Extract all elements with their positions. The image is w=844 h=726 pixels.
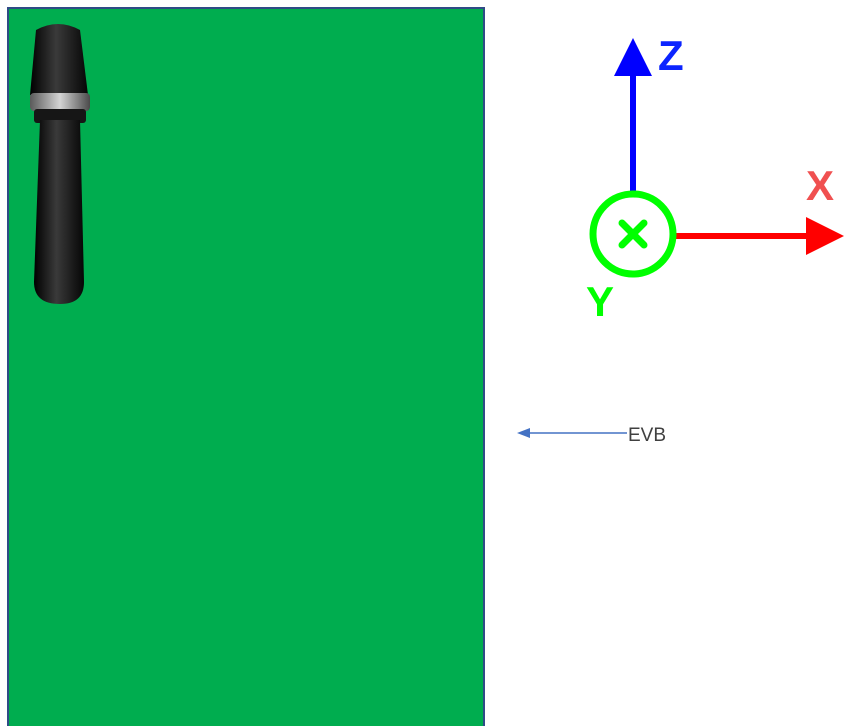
x-axis-arrowhead bbox=[806, 217, 844, 255]
x-axis-label: X bbox=[806, 162, 834, 209]
y-axis-label: Y bbox=[586, 278, 614, 325]
z-axis bbox=[614, 38, 652, 192]
antenna-shaft bbox=[34, 120, 84, 304]
antenna-icon bbox=[30, 24, 90, 304]
y-axis-into-page-icon bbox=[589, 190, 677, 278]
evb-callout: EVB bbox=[517, 425, 666, 446]
antenna-band bbox=[30, 93, 90, 111]
z-axis-arrowhead bbox=[614, 38, 652, 76]
antenna-connector bbox=[30, 24, 88, 95]
z-axis-label: Z bbox=[658, 32, 684, 79]
callout-arrowhead bbox=[517, 428, 530, 438]
evb-board bbox=[7, 7, 485, 726]
x-axis bbox=[676, 217, 844, 255]
evb-board-body bbox=[7, 7, 485, 726]
evb-callout-label: EVB bbox=[628, 425, 666, 446]
